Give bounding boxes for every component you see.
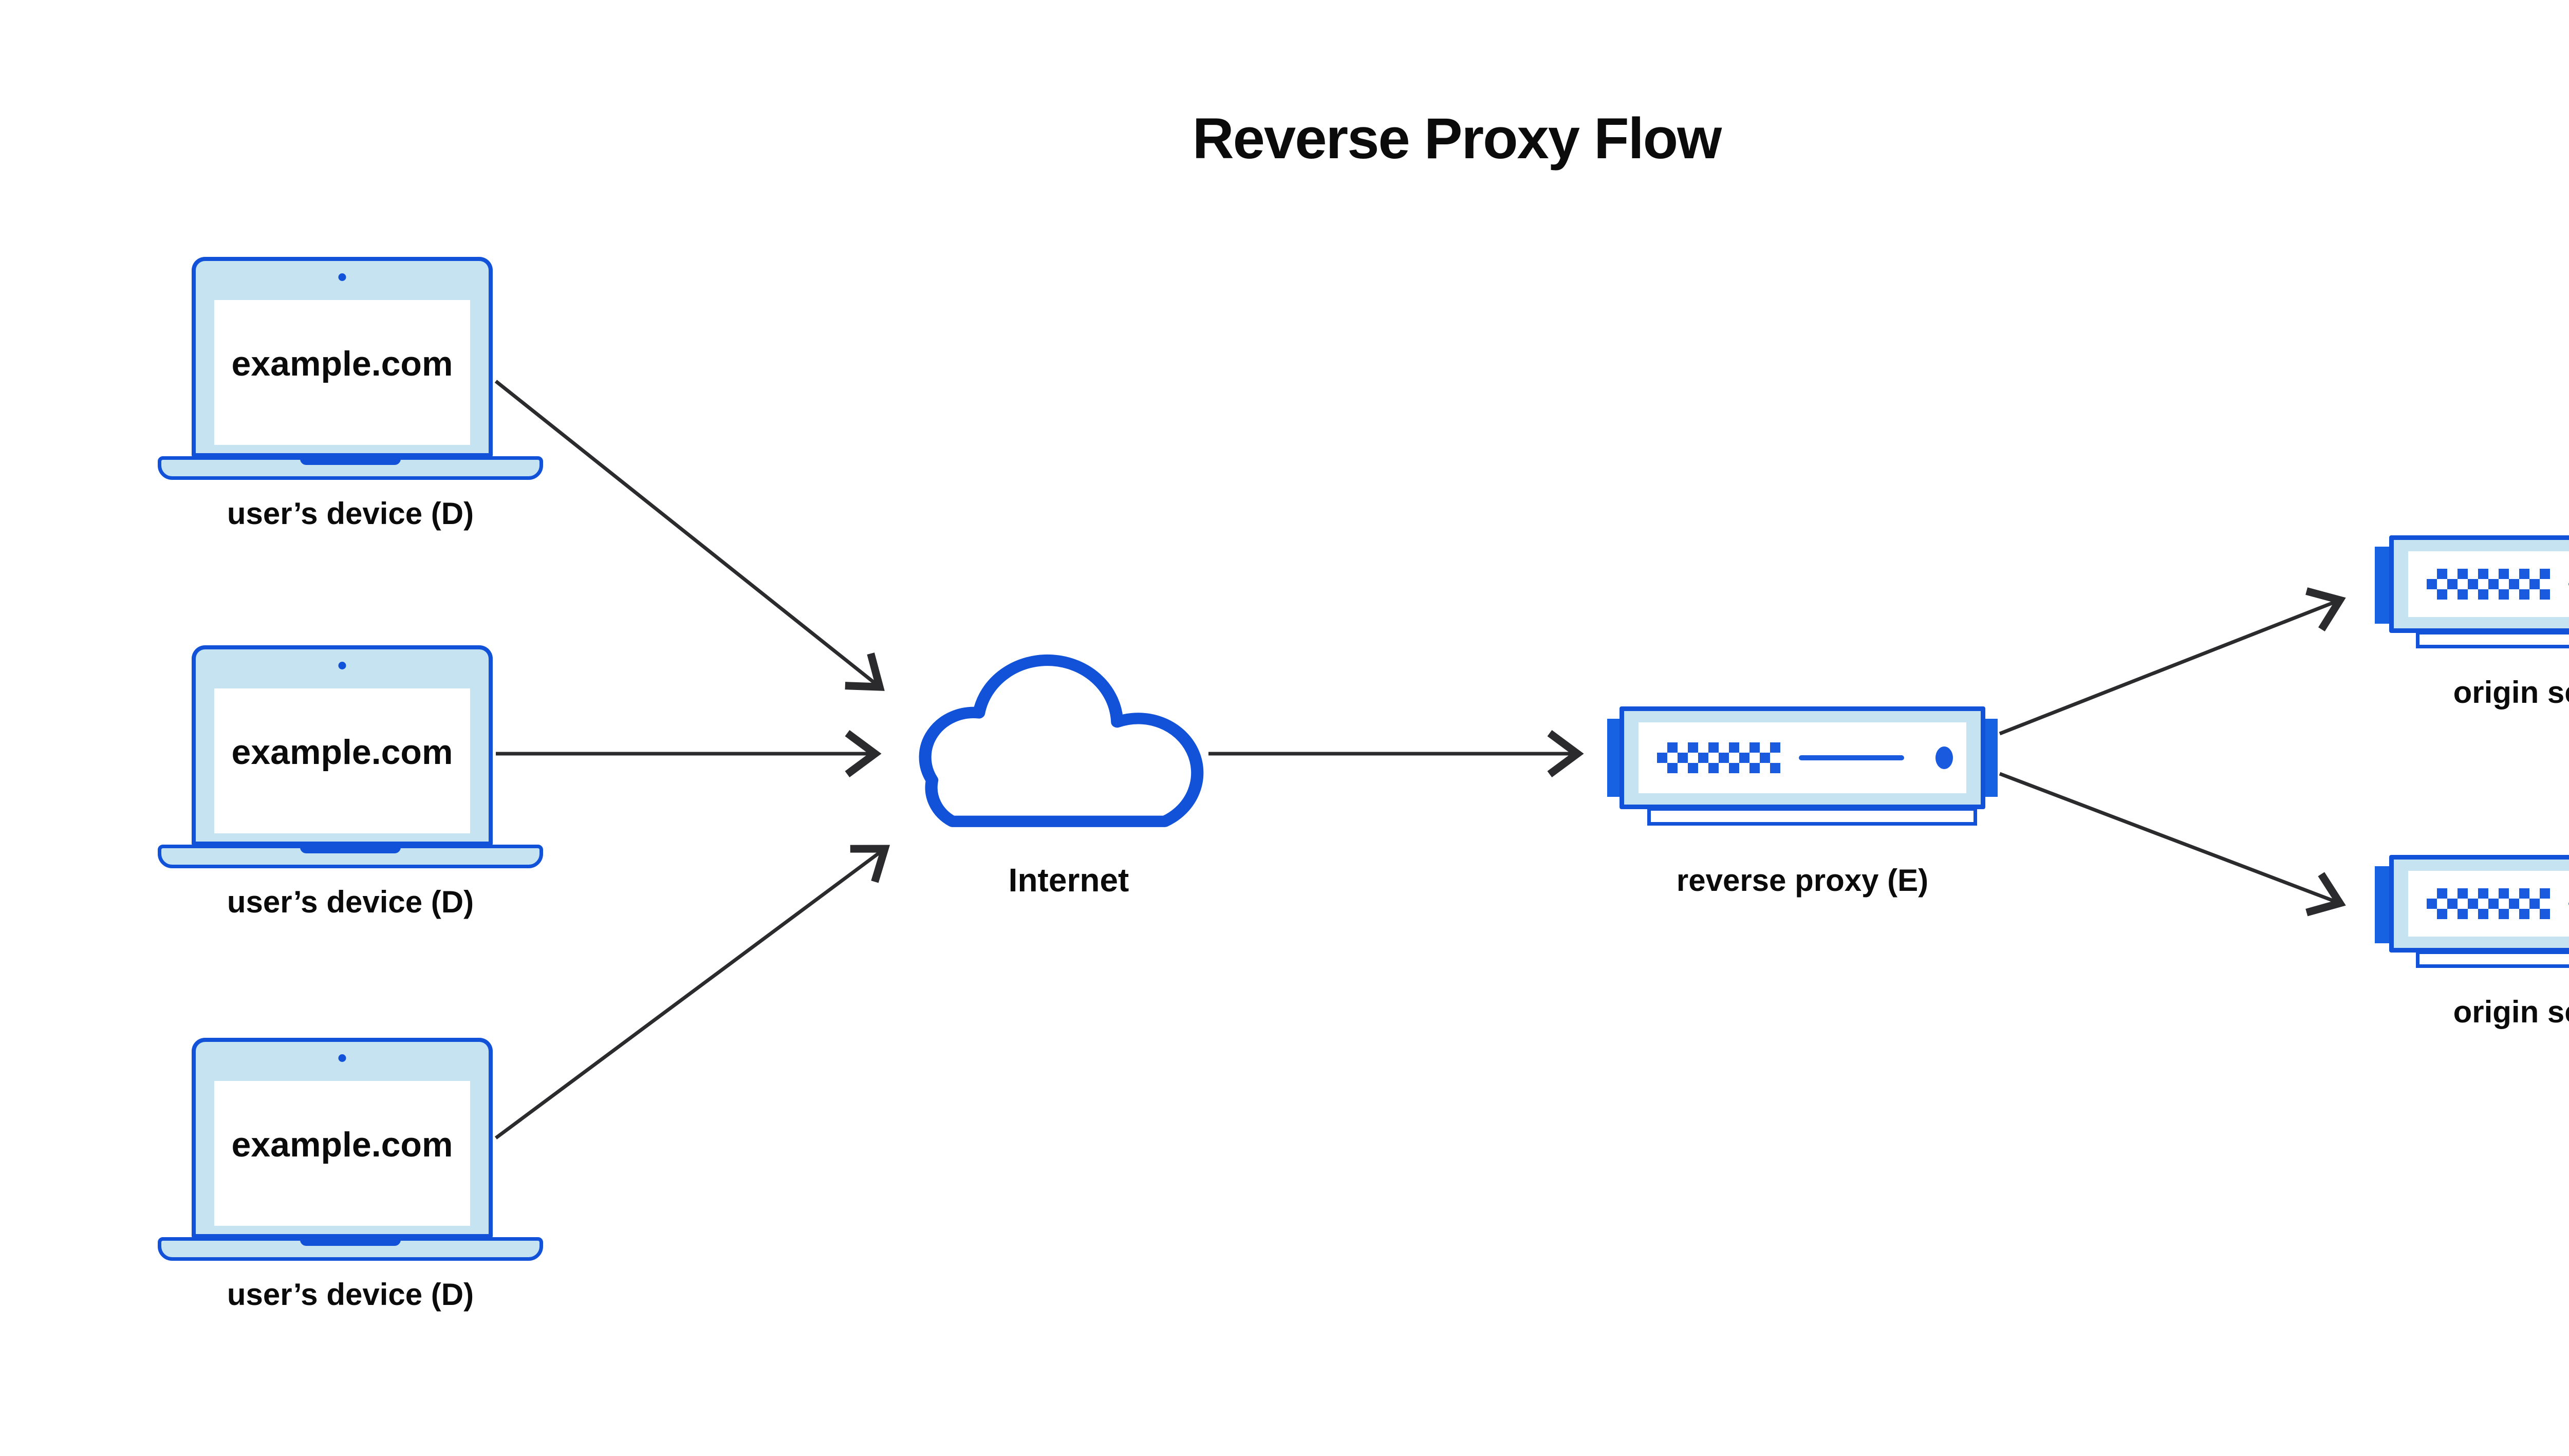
- user-device-node-1: example.com user’s device (D): [158, 257, 543, 555]
- server-vent-dots: [2427, 888, 2550, 919]
- user-device-label: user’s device (D): [227, 496, 474, 531]
- reverse-proxy-label: reverse proxy (E): [1676, 863, 1929, 898]
- arrow-proxy-to-origin1: [1999, 587, 2346, 736]
- reverse-proxy-node: reverse proxy (E): [1607, 706, 1998, 912]
- server-vent-dots: [2427, 569, 2550, 600]
- server-vent-dots: [1657, 742, 1780, 773]
- diagram-title: Reverse Proxy Flow: [1192, 106, 1722, 171]
- user-device-node-3: example.com user’s device (D): [158, 1038, 543, 1336]
- laptop-icon: example.com: [192, 257, 493, 457]
- internet-label: Internet: [1008, 862, 1129, 899]
- laptop-screen: example.com: [214, 1081, 470, 1226]
- server-drive-slot: [1799, 755, 1904, 760]
- user-device-label: user’s device (D): [227, 1277, 474, 1312]
- laptop-screen: example.com: [214, 688, 470, 833]
- laptop-icon: example.com: [192, 645, 493, 846]
- origin-server-node-2: origin server (F): [2373, 855, 2569, 1060]
- server-icon: [2389, 535, 2569, 633]
- server-front-panel: [2408, 551, 2569, 617]
- server-icon: [2389, 855, 2569, 953]
- arrow-device3-to-internet: [494, 845, 890, 1140]
- laptop-hinge: [300, 1237, 401, 1246]
- internet-node: [915, 648, 1210, 833]
- user-device-label: user’s device (D): [227, 885, 474, 919]
- server-front-panel: [2408, 871, 2569, 937]
- arrow-proxy-to-origin2: [1999, 772, 2346, 917]
- origin-server-label: origin server (F): [2453, 995, 2569, 1029]
- arrow-device1-to-internet: [494, 380, 885, 691]
- server-base: [1647, 807, 1977, 826]
- cloud-icon: [919, 654, 1204, 827]
- server-base: [2416, 950, 2569, 968]
- server-base: [2416, 631, 2569, 648]
- origin-server-node-1: origin server (F): [2373, 535, 2569, 741]
- device-screen-url: example.com: [231, 1125, 453, 1164]
- laptop-hinge: [300, 456, 401, 465]
- laptop-camera-dot: [338, 662, 346, 669]
- device-screen-url: example.com: [231, 344, 453, 383]
- server-icon: [1619, 706, 1985, 809]
- origin-server-label: origin server (F): [2453, 675, 2569, 710]
- laptop-screen: example.com: [214, 300, 470, 445]
- laptop-hinge: [300, 845, 401, 853]
- server-front-panel: [1639, 722, 1966, 793]
- user-device-node-2: example.com user’s device (D): [158, 645, 543, 943]
- device-screen-url: example.com: [231, 733, 453, 772]
- laptop-camera-dot: [338, 273, 346, 281]
- laptop-camera-dot: [338, 1054, 346, 1062]
- laptop-icon: example.com: [192, 1038, 493, 1238]
- server-power-led: [1935, 746, 1953, 769]
